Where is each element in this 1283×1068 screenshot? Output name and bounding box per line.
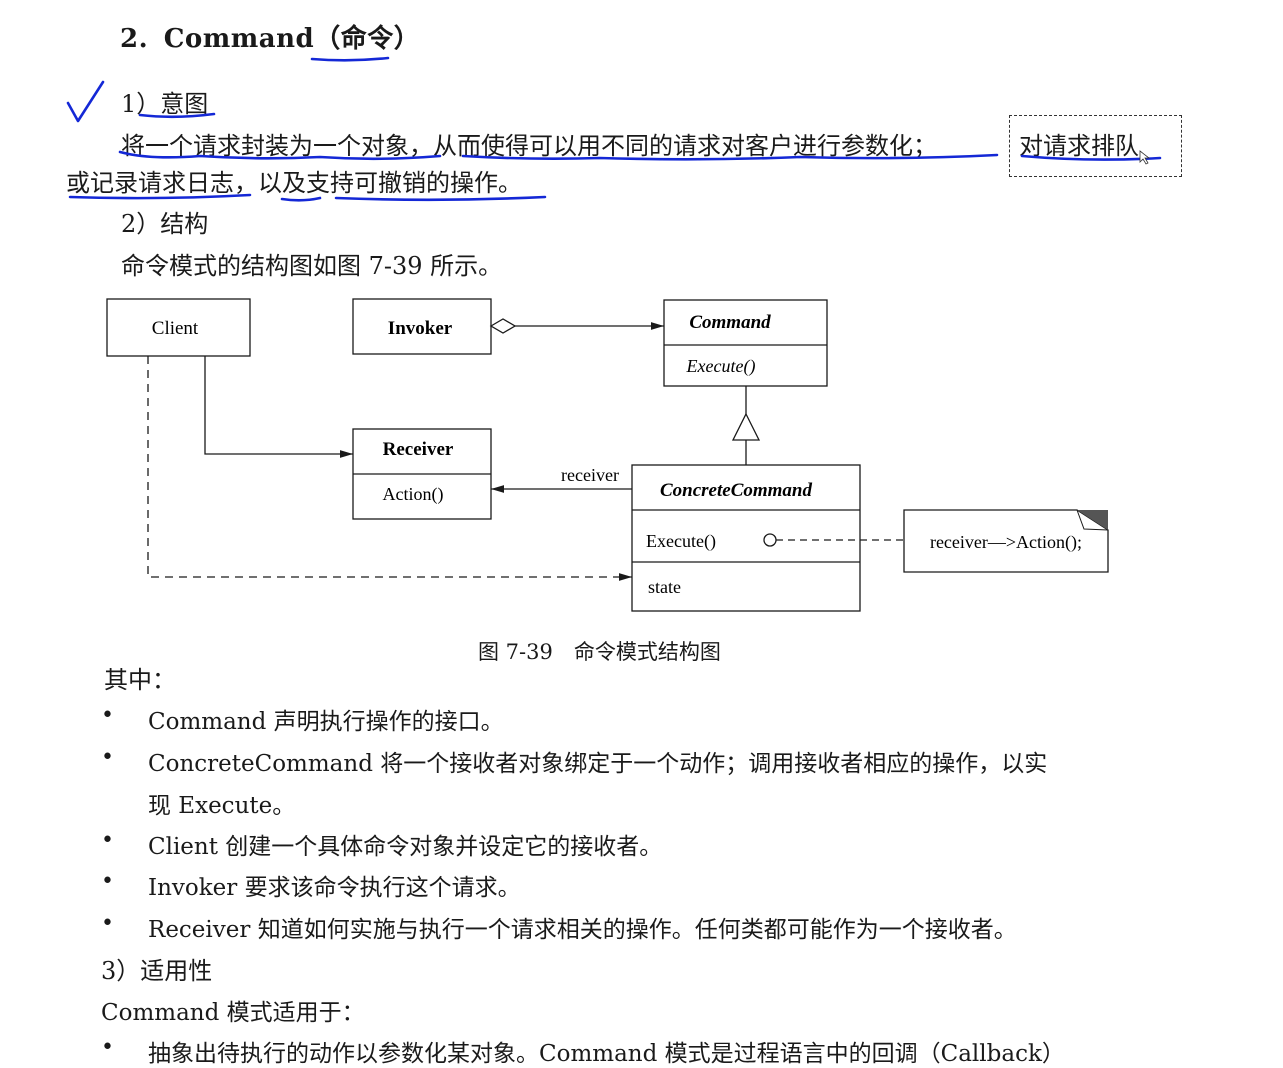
- bullet-item: Client 创建一个具体命令对象并设定它的接收者。: [148, 834, 663, 860]
- heading-number: 2.: [120, 24, 149, 54]
- section-heading: 2. Command（命令）: [120, 18, 420, 55]
- section1-title: 1）意图: [121, 90, 209, 118]
- bullet-dot: •: [101, 869, 114, 894]
- among-label: 其中：: [104, 666, 176, 694]
- client-concrete-dependency: [147, 356, 632, 581]
- client-label: Client: [152, 318, 199, 339]
- bullet-item: Command 声明执行操作的接口。: [148, 709, 504, 735]
- section3-title: 3）适用性: [101, 957, 213, 985]
- concrete-command-label: ConcreteCommand: [660, 480, 813, 501]
- receiver-role-label: receiver: [561, 465, 619, 485]
- inheritance-arrow: [731, 386, 761, 465]
- heading-title: Command（命令）: [163, 24, 421, 54]
- underline-intent-1a: [118, 150, 442, 161]
- client-class: Client: [106, 298, 251, 357]
- uml-diagram: Client Invoker Command Execute() Receive…: [66, 56, 1162, 612]
- invoker-label: Invoker: [388, 318, 453, 339]
- underline-intent-1c: [1020, 154, 1162, 161]
- bullet-item: Receiver 知道如何实施与执行一个请求相关的操作。任何类都可能作为一个接收…: [148, 917, 1017, 943]
- receiver-label: Receiver: [383, 439, 454, 460]
- concrete-execute: Execute(): [646, 531, 716, 552]
- bullet-item: Invoker 要求该命令执行这个请求。: [148, 875, 521, 901]
- intent-highlight: 对请求排队: [1019, 132, 1139, 160]
- receiver-action: Action(): [383, 484, 444, 505]
- intent-line-2: 或记录请求日志，以及支持可撤销的操作。: [66, 169, 522, 197]
- underline-intent-2c: [334, 195, 547, 202]
- underline-intent-2a: [68, 193, 252, 200]
- concrete-receiver-link: receiver: [491, 465, 632, 493]
- client-receiver-link: [204, 356, 353, 458]
- invoker-command-aggregation: [489, 318, 664, 334]
- note-connector: [763, 533, 904, 547]
- selection-box: [1009, 115, 1182, 177]
- command-class: Command Execute(): [663, 299, 828, 387]
- receiver-class: Receiver Action(): [352, 428, 492, 520]
- bullet-item-continued: 现 Execute。: [148, 793, 296, 819]
- bullet-dot: •: [101, 703, 114, 728]
- figure-caption: 图 7-39 命令模式结构图: [478, 640, 721, 664]
- invoker-class: Invoker: [352, 298, 492, 355]
- intent-text-1: 将一个请求封装为一个对象，从而使得可以用不同的请求对客户进行参数化；: [121, 132, 937, 160]
- checkmark-icon: [66, 80, 105, 123]
- cursor-icon: [1139, 150, 1151, 165]
- applicability-intro: Command 模式适用于：: [101, 1000, 365, 1026]
- underline-intent-title: [138, 112, 216, 119]
- section2-title: 2）结构: [121, 210, 209, 238]
- underline-intent-1b: [461, 153, 999, 161]
- underline-heading: [310, 56, 390, 62]
- note-text: receiver—>Action();: [930, 532, 1082, 553]
- command-execute: Execute(): [686, 356, 756, 377]
- structure-intro: 命令模式的结构图如图 7-39 所示。: [121, 252, 503, 280]
- bullet-dot: •: [101, 828, 114, 853]
- bullet-dot: •: [101, 1035, 114, 1060]
- handwritten-annotations: [66, 56, 1162, 202]
- intent-line-1: 将一个请求封装为一个对象，从而使得可以用不同的请求对客户进行参数化；: [121, 126, 937, 161]
- bullet-dot: •: [101, 911, 114, 936]
- underline-intent-2b: [280, 196, 322, 202]
- command-label: Command: [689, 312, 771, 333]
- note-box: receiver—>Action();: [903, 509, 1109, 573]
- bullet-item: ConcreteCommand 将一个接收者对象绑定于一个动作；调用接收者相应的…: [148, 751, 1048, 777]
- concrete-command-class: ConcreteCommand Execute() state: [631, 464, 861, 612]
- concrete-state: state: [648, 577, 681, 597]
- bullet-dot: •: [101, 745, 114, 770]
